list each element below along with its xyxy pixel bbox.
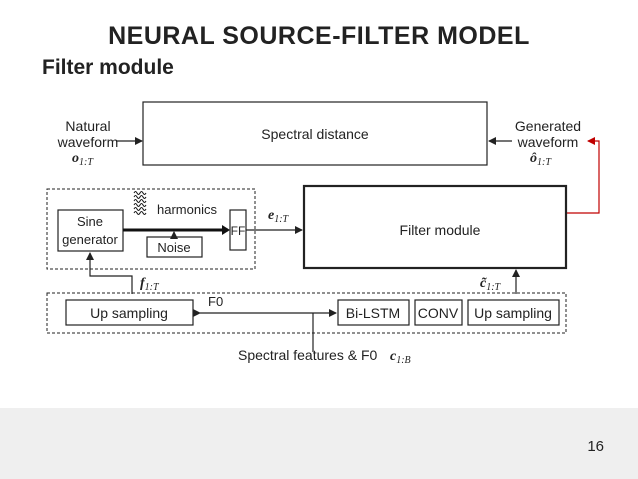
- harmonics-waveform-icon: [133, 191, 147, 215]
- natural-waveform-line2: waveform: [57, 134, 119, 150]
- slide-subtitle: Filter module: [42, 56, 174, 79]
- slide-title: NEURAL SOURCE-FILTER MODEL: [108, 22, 530, 50]
- slide-footer: 16: [0, 408, 638, 479]
- sine-generator-line2: generator: [62, 232, 118, 247]
- conv-box: [414, 299, 463, 326]
- filter-module-box: [302, 184, 568, 270]
- up-sampling-right-box: [467, 299, 560, 326]
- excitation-symbol: e1:T: [268, 208, 290, 225]
- generated-waveform-line2: waveform: [517, 134, 579, 150]
- up-sampling-left-box: [65, 299, 194, 326]
- condition-symbol: c̃1:T: [480, 276, 502, 293]
- up-sampling-right-label: Up sampling: [474, 305, 552, 321]
- sine-generator-line1: Sine: [77, 214, 103, 229]
- ff-label: FF: [231, 224, 246, 238]
- harmonics-label: harmonics: [157, 202, 217, 217]
- page-number: 16: [587, 438, 604, 455]
- f0-symbol: f1:T: [140, 276, 160, 293]
- generated-waveform-symbol: ô1:T: [530, 151, 552, 168]
- bilstm-box: [337, 299, 410, 326]
- feedback-path: [567, 137, 600, 214]
- natural-waveform-symbol: o1:T: [72, 151, 94, 168]
- condition-module-box: [46, 292, 567, 334]
- natural-waveform-line1: Natural: [65, 118, 110, 134]
- bilstm-label: Bi-LSTM: [346, 305, 400, 321]
- f0-label: F0: [208, 294, 223, 309]
- up-sampling-left-label: Up sampling: [90, 305, 168, 321]
- f0-to-sine-arrow: [86, 252, 133, 294]
- spectral-distance-label: Spectral distance: [261, 126, 369, 142]
- spectral-distance-box: [142, 101, 488, 166]
- input-label: Spectral features & F0: [238, 347, 378, 363]
- conv-label: CONV: [418, 305, 459, 321]
- nsf-diagram: Spectral distance Natural waveform o1:T …: [46, 101, 600, 366]
- sine-generator-box: [57, 209, 124, 252]
- filter-module-label: Filter module: [400, 222, 481, 238]
- generated-waveform-line1: Generated: [515, 118, 581, 134]
- source-module-box: [46, 188, 256, 270]
- input-symbol: c1:B: [390, 349, 411, 366]
- noise-label: Noise: [157, 240, 190, 255]
